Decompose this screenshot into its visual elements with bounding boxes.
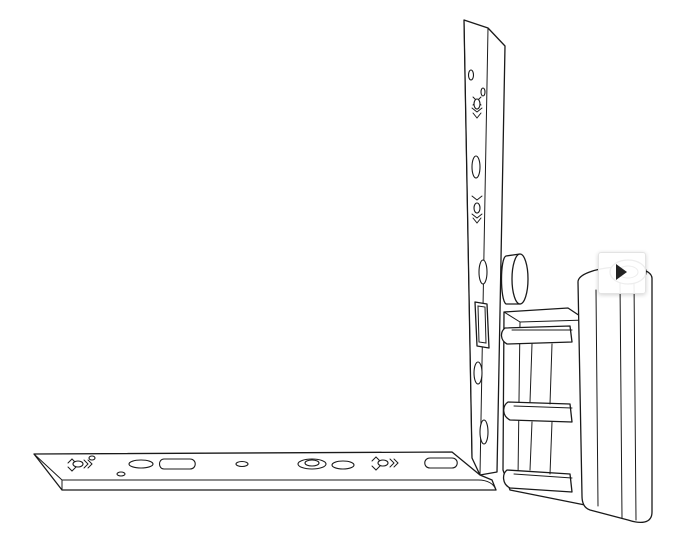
horizontal-plate: [33, 451, 497, 491]
hinge-knuckle-2: [503, 401, 573, 423]
vertical-hole-2: [480, 87, 486, 97]
vertical-slot-3: [473, 361, 483, 385]
vertical-screw-2: [471, 195, 483, 224]
horizontal-oblong-hole: [297, 458, 327, 470]
hinge-knuckle-3: [502, 469, 573, 493]
vertical-slot-1: [471, 155, 481, 179]
horizontal-slot-4: [424, 457, 458, 469]
hinge-leaf: [500, 307, 587, 506]
horizontal-hole-1: [88, 455, 96, 461]
horizontal-slot-3: [331, 460, 355, 470]
play-triangle-icon: [616, 264, 627, 280]
vertical-window: [474, 301, 490, 349]
horizontal-slot-2: [158, 458, 196, 470]
vertical-slot-4: [479, 419, 489, 445]
horizontal-screw-1: [67, 458, 93, 472]
play-toggle-button[interactable]: [598, 252, 646, 294]
horizontal-slot-1: [128, 459, 154, 469]
vertical-slot-2: [478, 259, 488, 285]
hinge-pin-boss: [500, 253, 529, 305]
horizontal-screw-2: [371, 456, 399, 471]
horizontal-hole-2: [116, 471, 126, 477]
hinge-knuckle-1: [500, 325, 573, 345]
horizontal-hole-3: [235, 460, 249, 468]
hinge-barrel: [577, 259, 653, 524]
vertical-screw-1: [471, 96, 483, 119]
vertical-hole-1: [467, 69, 475, 81]
vertical-plate: [463, 19, 506, 476]
